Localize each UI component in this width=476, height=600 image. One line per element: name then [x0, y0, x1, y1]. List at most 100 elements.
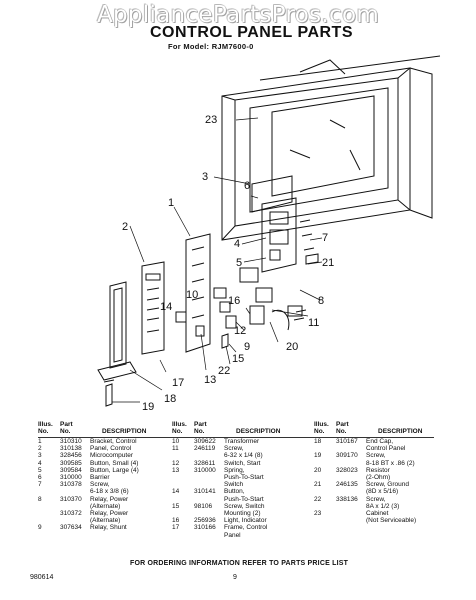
callout-18: 18 [164, 393, 176, 405]
callout-12: 12 [234, 325, 246, 337]
screws-drawing [293, 219, 319, 321]
callout-21: 21 [322, 257, 334, 269]
start-switch-drawing [175, 311, 237, 349]
part-description: Transformer [224, 438, 260, 445]
callout-17: 17 [172, 377, 184, 389]
part-description: Screw, Ground (8D x 5/16) [366, 481, 409, 496]
callout-20: 20 [286, 341, 298, 353]
illus-number: 5 [38, 466, 42, 474]
screw-19-drawing [103, 379, 115, 407]
table-row: 10 309622 Transformer [172, 438, 280, 445]
part-description: Switch, Start [224, 459, 261, 467]
illus-number: 15 [172, 502, 180, 510]
callout-3: 3 [202, 171, 208, 183]
illus-number: 10 [172, 438, 180, 445]
exploded-parts-diagram: 23 3 1 2 6 4 5 7 21 8 11 20 16 12 9 15 2… [97, 55, 441, 413]
illus-number: 8 [38, 495, 42, 503]
part-description: Screw, 8A x 1/2 (3) [366, 495, 400, 510]
illus-number: 2 [38, 445, 42, 453]
part-number: 98106 [194, 502, 213, 510]
callout-16: 16 [228, 295, 240, 307]
control-panel-drawing [141, 261, 165, 355]
part-number: 310310 [60, 438, 82, 445]
callout-6: 6 [244, 180, 250, 192]
illus-number: 20 [314, 466, 322, 474]
document-code: 980614 [30, 574, 54, 581]
part-number: 310370 [60, 495, 82, 503]
part-number: 256936 [194, 517, 216, 525]
callout-13: 13 [204, 374, 216, 386]
part-number: 309622 [194, 438, 216, 445]
illus-number: 16 [172, 517, 180, 525]
part-header: Part No. [60, 421, 73, 435]
part-description: Cabinet (Not Serviceable) [366, 510, 417, 525]
table-row: 6 310000 Barrier [38, 474, 146, 481]
illus-number: 23 [314, 510, 322, 518]
part-description: Relay, Power (Alternate) [90, 495, 129, 510]
part-description: Light, Indicator [224, 517, 267, 525]
callout-4: 4 [234, 238, 240, 250]
end-cap-drawing [97, 361, 137, 381]
part-description: Screw, Switch Mounting (2) [224, 502, 265, 518]
part-number: 310141 [194, 488, 216, 496]
illus-number: 11 [172, 445, 179, 453]
callout-2: 2 [122, 221, 128, 233]
illus-number: 4 [38, 459, 42, 467]
part-description: Spring, Push-To-Start Switch [224, 466, 264, 489]
table-row: 8 310370 Relay, Power (Alternate) [38, 496, 146, 510]
part-description: Microcomputer [90, 452, 133, 460]
callout-14: 14 [160, 301, 172, 313]
part-number: 246119 [194, 445, 216, 453]
barrier-drawing [251, 175, 293, 213]
part-description: Button, Small (4) [90, 459, 139, 467]
ordering-note: FOR ORDERING INFORMATION REFER TO PARTS … [130, 560, 349, 567]
callout-15: 15 [232, 353, 244, 365]
illus-number: 22 [314, 495, 322, 503]
illus-number: 14 [172, 488, 180, 496]
description-header: DESCRIPTION [102, 428, 147, 435]
illus-number: 6 [38, 474, 42, 482]
page-title: CONTROL PANEL PARTS [150, 24, 353, 41]
part-description: Button, Large (4) [90, 466, 139, 474]
part-number: 310167 [336, 438, 358, 445]
part-number: 310378 [60, 481, 82, 489]
illus-number: 21 [314, 481, 322, 489]
callout-1: 1 [168, 197, 174, 209]
part-number: 310138 [60, 445, 82, 453]
part-description: Relay, Power (Alternate) [90, 510, 129, 525]
watermark: AppliancePartsPros.com [96, 2, 380, 28]
callout-10: 10 [186, 289, 198, 301]
part-description: Relay, Shunt [90, 524, 127, 532]
part-number: 328611 [194, 459, 216, 467]
part-description: Panel, Control [90, 445, 132, 453]
part-description: Screw, 6-18 x 3/8 (6) [90, 481, 129, 496]
illus-number: 9 [38, 524, 42, 532]
illus-number: 13 [172, 466, 180, 474]
part-description: Bracket, Control [90, 438, 137, 445]
part-description: Barrier [90, 474, 110, 482]
callout-7: 7 [322, 232, 328, 244]
microcomputer-drawing [261, 197, 297, 273]
part-number: 328023 [336, 466, 358, 474]
table-row: 23 Cabinet (Not Serviceable) [314, 510, 422, 524]
illus-header: Illus. No. [38, 421, 53, 435]
table-row: 15 98106 Screw, Switch Mounting (2) [172, 503, 280, 517]
part-number: 310000 [60, 474, 82, 482]
illus-number: 7 [38, 481, 42, 489]
illus-number: 18 [314, 438, 322, 445]
